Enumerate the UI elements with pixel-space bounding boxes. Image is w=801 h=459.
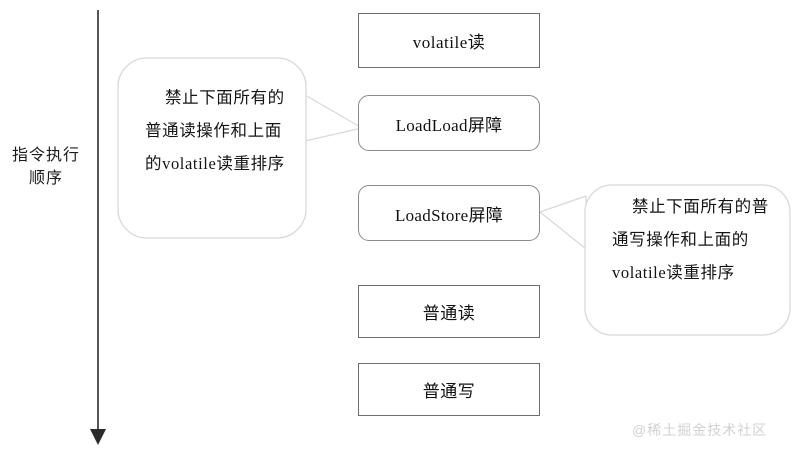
- instruction-order-arrow: [90, 10, 106, 445]
- loadstore-note-bubble: [539, 184, 791, 336]
- loadload-note-text: 禁止下面所有的普通读操作和上面的volatile读重排序: [145, 88, 285, 173]
- box-loadload-barrier[interactable]: LoadLoad屏障: [358, 95, 540, 151]
- watermark: @稀土掘金技术社区: [632, 422, 768, 438]
- box-volatile-read[interactable]: volatile读: [358, 13, 540, 68]
- box-normal-read[interactable]: 普通读: [358, 285, 540, 338]
- box-normal-write[interactable]: 普通写: [358, 363, 540, 416]
- instruction-order-label: 指令执行 顺序: [11, 147, 80, 187]
- loadstore-note-text: 禁止下面所有的普通写操作和上面的volatile读重排序: [612, 197, 769, 282]
- loadload-note-bubble: [117, 57, 363, 239]
- box-loadstore-barrier[interactable]: LoadStore屏障: [358, 185, 540, 241]
